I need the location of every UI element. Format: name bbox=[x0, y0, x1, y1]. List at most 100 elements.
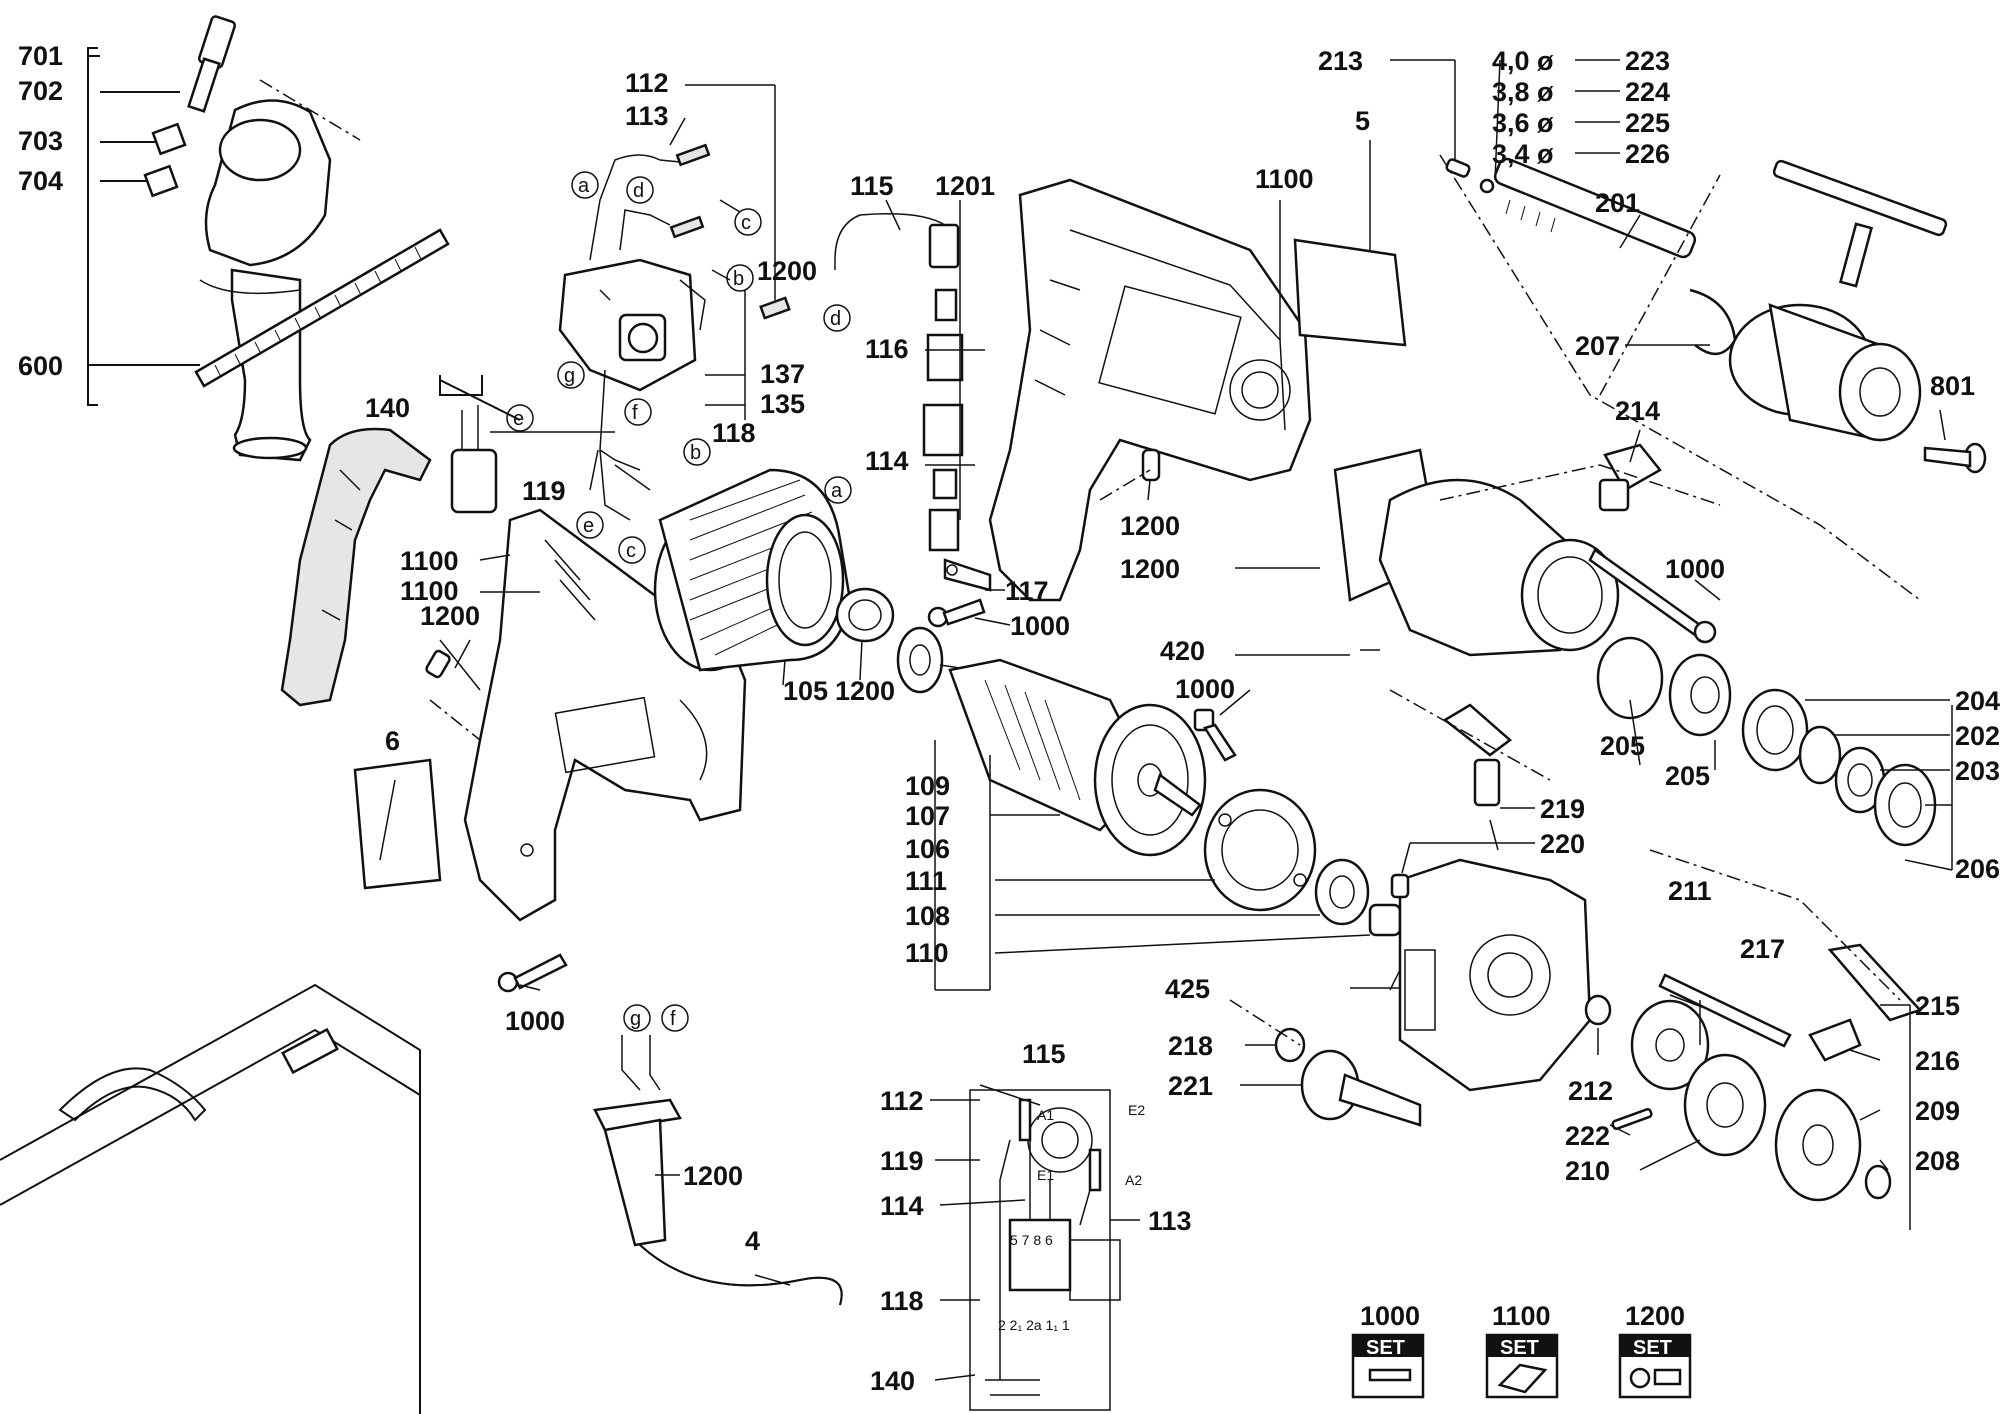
label-1000-c: 1000 bbox=[1175, 674, 1235, 704]
wire-e-2: e bbox=[583, 515, 594, 537]
brush-clip bbox=[943, 558, 992, 592]
label-6: 6 bbox=[385, 726, 400, 756]
leader-lines bbox=[379, 59, 1953, 1381]
schematic-label-114: 114 bbox=[880, 1191, 924, 1221]
schematic-A1: A1 bbox=[1037, 1107, 1054, 1123]
label-702: 702 bbox=[18, 76, 63, 106]
wire-f: f bbox=[632, 402, 638, 424]
label-213: 213 bbox=[1318, 46, 1363, 76]
label-216: 216 bbox=[1915, 1046, 1960, 1076]
carry-case bbox=[0, 983, 421, 1414]
label-211: 211 bbox=[1668, 876, 1712, 906]
pin bbox=[1390, 873, 1410, 899]
rear-bearing-sleeve bbox=[835, 587, 895, 643]
chuck-screw bbox=[1923, 442, 1987, 474]
label-1100-b: 1100 bbox=[400, 576, 459, 606]
wire-b-2: b bbox=[690, 442, 701, 464]
label-size-3-6: 3,6 ø bbox=[1492, 108, 1554, 138]
label-203: 203 bbox=[1955, 756, 2000, 786]
wire-e: e bbox=[513, 408, 524, 430]
switch-plate bbox=[1808, 943, 1923, 1062]
label-222: 222 bbox=[1565, 1121, 1610, 1151]
screw bbox=[927, 598, 986, 628]
label-112: 112 bbox=[625, 68, 669, 98]
handle-bolt bbox=[187, 15, 237, 113]
label-117: 117 bbox=[1005, 576, 1049, 606]
label-1200: 1200 bbox=[757, 256, 817, 286]
label-1200-d: 1200 bbox=[1120, 511, 1180, 541]
label-600: 600 bbox=[18, 351, 63, 381]
clutch-assembly bbox=[1683, 1053, 1767, 1157]
label-221: 221 bbox=[1168, 1071, 1213, 1101]
label-size-3-8: 3,8 ø bbox=[1492, 77, 1554, 107]
ball bbox=[1479, 178, 1495, 194]
rear-handle-half bbox=[280, 427, 432, 707]
pinion-shaft bbox=[1300, 1049, 1422, 1127]
switch-assembly bbox=[558, 258, 706, 392]
label-204: 204 bbox=[1955, 686, 2000, 716]
intermediate-gear bbox=[1630, 999, 1710, 1091]
wire-f-2: f bbox=[670, 1008, 676, 1030]
power-cord bbox=[593, 1035, 843, 1306]
label-116: 116 bbox=[865, 334, 909, 364]
label-209: 209 bbox=[1915, 1096, 1960, 1126]
schematic-label-115: 115 bbox=[1022, 1039, 1066, 1069]
washer bbox=[1584, 994, 1612, 1026]
label-201: 201 bbox=[1595, 188, 1640, 218]
label-214: 214 bbox=[1615, 396, 1660, 426]
label-4: 4 bbox=[745, 1226, 760, 1256]
wire-g: g bbox=[564, 365, 575, 387]
chuck-key bbox=[1772, 159, 1948, 288]
label-size-3-4: 3,4 ø bbox=[1492, 139, 1554, 169]
armature-bearing bbox=[896, 626, 944, 694]
schematic-terminals-bottom: 2 2₁ 2a 1₁ 1 bbox=[998, 1317, 1070, 1333]
bearing bbox=[1314, 858, 1370, 926]
label-219: 219 bbox=[1540, 794, 1585, 824]
label-114: 114 bbox=[865, 446, 909, 476]
label-111: 111 bbox=[905, 866, 947, 896]
schematic-E2: E2 bbox=[1128, 1102, 1145, 1118]
label-137: 137 bbox=[760, 359, 805, 389]
shaft bbox=[1658, 973, 1792, 1048]
clutch-gears bbox=[1596, 636, 1732, 737]
label-119: 119 bbox=[522, 476, 566, 506]
pin bbox=[1141, 448, 1161, 482]
label-1200-c: 1200 bbox=[835, 676, 895, 706]
schematic-label-119: 119 bbox=[880, 1146, 924, 1176]
wire-c-2: c bbox=[626, 540, 636, 562]
label-425: 425 bbox=[1165, 974, 1210, 1004]
wire-c: c bbox=[741, 212, 751, 234]
wiring-schematic bbox=[969, 1089, 1121, 1411]
label-207: 207 bbox=[1575, 331, 1620, 361]
label-1200-b: 1200 bbox=[420, 601, 480, 631]
set-label-1100: 1100 bbox=[1492, 1301, 1551, 1331]
label-218: 218 bbox=[1168, 1031, 1213, 1061]
label-size-4-0: 4,0 ø bbox=[1492, 46, 1554, 76]
selector-knob bbox=[1598, 443, 1662, 512]
label-1100: 1100 bbox=[400, 546, 459, 576]
label-1200-f: 1200 bbox=[683, 1161, 743, 1191]
label-115: 115 bbox=[850, 171, 894, 201]
set-icon-screws bbox=[1351, 1333, 1425, 1399]
spindle-bearings bbox=[1741, 688, 1937, 847]
schematic-label-112: 112 bbox=[880, 1086, 924, 1116]
label-plate bbox=[1293, 238, 1407, 347]
set-label-1000: 1000 bbox=[1360, 1301, 1420, 1331]
label-206: 206 bbox=[1955, 854, 2000, 884]
label-5: 5 bbox=[1355, 106, 1370, 136]
set-word-3: SET bbox=[1633, 1337, 1672, 1359]
square-nut bbox=[143, 164, 179, 198]
schematic-label-140: 140 bbox=[870, 1366, 915, 1396]
label-205-b: 205 bbox=[1665, 761, 1710, 791]
washer bbox=[1274, 1027, 1306, 1063]
side-handle-group bbox=[87, 15, 450, 462]
label-701: 701 bbox=[18, 41, 63, 71]
assembly-axes bbox=[259, 79, 1921, 1046]
wire-d: d bbox=[633, 180, 644, 202]
gearbox-flange bbox=[1398, 858, 1592, 1092]
label-217: 217 bbox=[1740, 934, 1785, 964]
set-label-1200: 1200 bbox=[1625, 1301, 1685, 1331]
label-118: 118 bbox=[712, 418, 756, 448]
set-icon-housing bbox=[1485, 1333, 1559, 1399]
